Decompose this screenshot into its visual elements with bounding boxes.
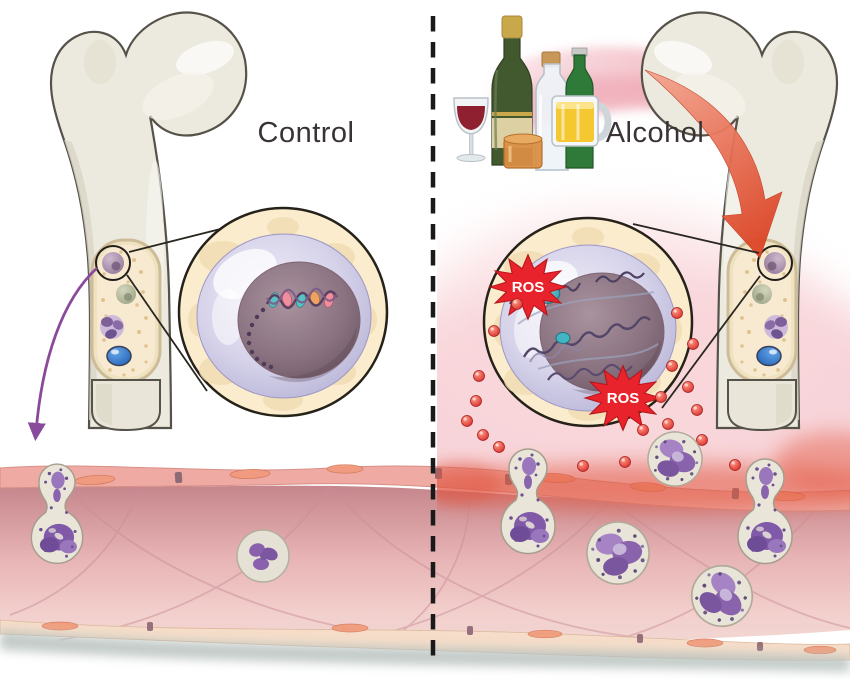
wine-glass-icon bbox=[453, 97, 489, 162]
ros-burst-bottom: ROS bbox=[584, 365, 662, 431]
intact-dna-helix bbox=[246, 287, 339, 370]
damaged-organelle-small bbox=[555, 332, 571, 344]
champagne-bottle-icon bbox=[491, 15, 533, 166]
alcohol-label: Alcohol bbox=[606, 117, 705, 149]
alcohol-impact-arrow bbox=[644, 69, 783, 259]
migration-arrow bbox=[27, 266, 98, 442]
ros-burst-top: ROS bbox=[489, 254, 567, 320]
chromatin-beads bbox=[246, 307, 274, 370]
vessel-shadow bbox=[0, 630, 850, 672]
drinks-group bbox=[453, 15, 612, 171]
magnified-cell-control bbox=[177, 206, 389, 418]
endothelial-junctions-bottom bbox=[147, 622, 763, 651]
blood-vessel bbox=[0, 464, 850, 672]
ros-label-bottom: ROS bbox=[607, 390, 640, 407]
beer-mug-icon bbox=[551, 95, 612, 147]
ros-label-top: ROS bbox=[512, 279, 545, 296]
circulating-cell-control bbox=[236, 529, 290, 583]
endothelial-nuclei-bottom bbox=[41, 621, 837, 655]
control-label: Control bbox=[258, 117, 355, 149]
magnifier-lines-alcohol bbox=[632, 223, 761, 409]
whiskey-glass-icon bbox=[503, 133, 543, 169]
vessel-lumen bbox=[0, 485, 850, 645]
